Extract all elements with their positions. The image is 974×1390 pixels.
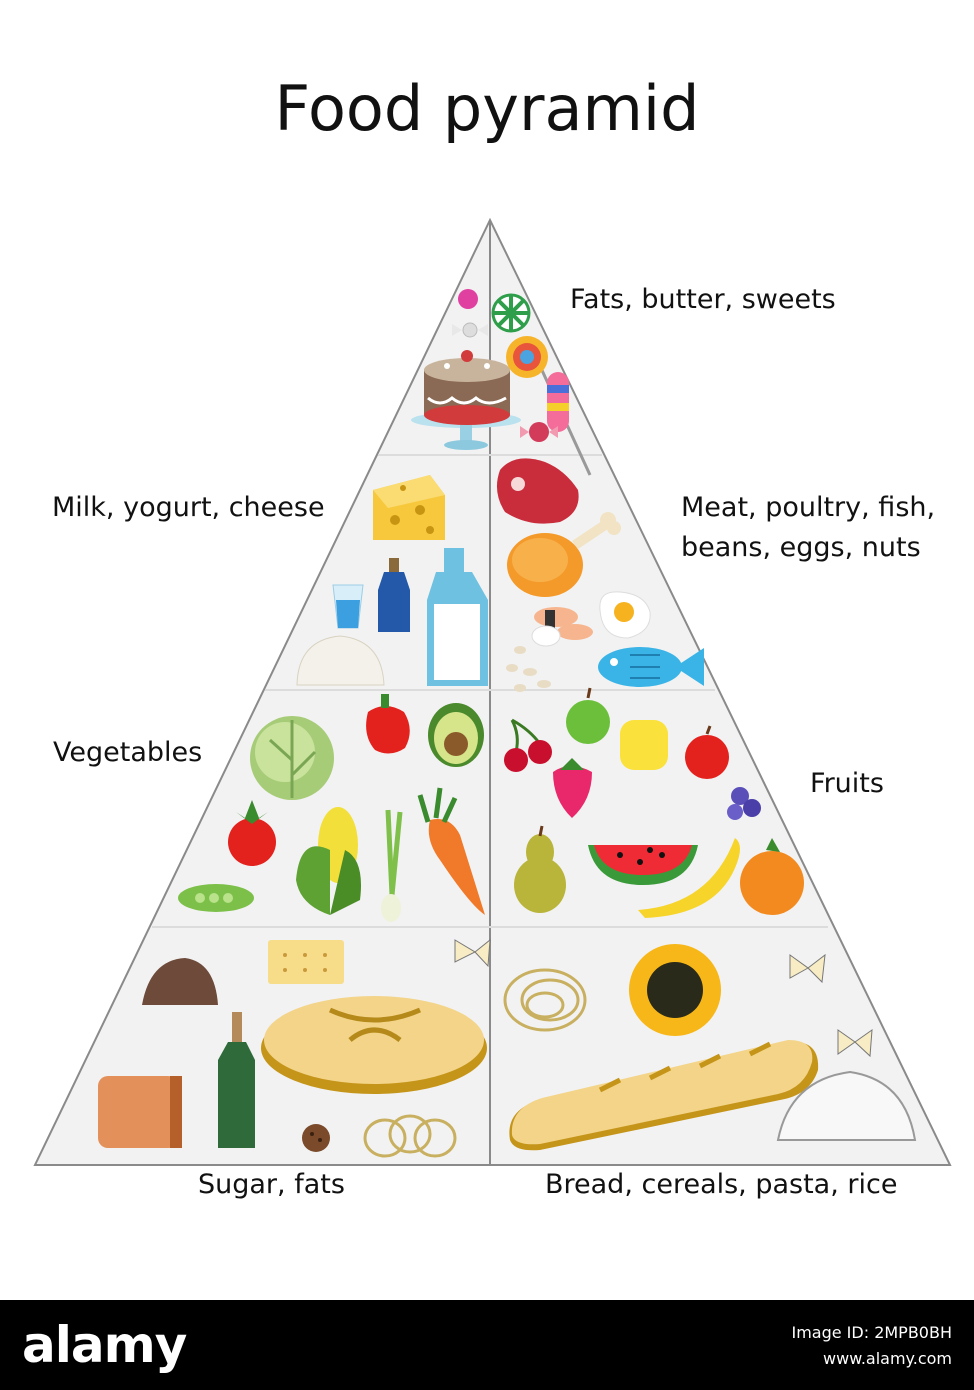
spring-onion-icon: [381, 809, 403, 922]
label-vegetables: Vegetables: [53, 737, 203, 768]
baguette-icon: [509, 1040, 819, 1151]
sushi-icon: [531, 607, 593, 647]
toast-icon: [98, 1076, 182, 1148]
blue-bottle-icon: [378, 558, 410, 632]
sunflower-icon: [629, 944, 721, 1036]
orange-icon: [740, 838, 804, 915]
steak-icon: [496, 458, 579, 524]
peas-icon: [178, 884, 254, 912]
cake-icon: [411, 350, 521, 450]
cabbage-icon: [250, 716, 334, 800]
nuts-icon: [506, 646, 551, 692]
round-loaf-icon: [261, 996, 487, 1094]
page-title: Food pyramid: [274, 72, 700, 145]
watermark-footer: alamy Image ID: 2MPB0BH www.alamy.com: [0, 1300, 974, 1390]
pasta-bowtie-icon-2: [789, 953, 826, 984]
lemon-icon: [620, 720, 668, 770]
pasta-bowtie-icon: [454, 938, 491, 968]
label-bread-cereals: Bread, cereals, pasta, rice: [545, 1169, 898, 1200]
blueberries-icon: [727, 787, 761, 820]
pyramid-outline: [33, 217, 952, 1166]
oil-bottle-icon: [218, 1012, 255, 1148]
pasta-bowtie-icon-3: [837, 1028, 873, 1058]
label-fats-butter-sweets: Fats, butter, sweets: [570, 284, 836, 315]
red-pepper-icon: [366, 694, 410, 754]
site-url: www.alamy.com: [823, 1349, 952, 1368]
cookie-icon: [302, 1124, 330, 1152]
pear-icon: [514, 825, 566, 913]
swirl-lollipop-icon: [491, 293, 531, 333]
carrot-icon: [417, 787, 485, 915]
wrapped-sweet-icon: [520, 422, 558, 442]
avocado-icon: [428, 703, 484, 767]
banana-icon: [638, 838, 740, 918]
label-sugar-fats: Sugar, fats: [198, 1169, 345, 1200]
cherries-icon: [504, 718, 552, 772]
label-milk-yogurt-cheese: Milk, yogurt, cheese: [52, 492, 325, 523]
label-meat-line-2: beans, eggs, nuts: [681, 532, 921, 563]
red-apple-icon: [685, 725, 729, 779]
image-id-block: Image ID: 2MPB0BH www.alamy.com: [791, 1320, 952, 1372]
green-apple-icon: [566, 687, 610, 744]
corn-icon: [296, 807, 361, 915]
spaghetti-nest-icon: [503, 968, 587, 1032]
glass-of-water-icon: [332, 584, 364, 629]
strawberry-icon: [553, 758, 592, 818]
chicken-leg-icon: [507, 512, 621, 597]
candy-cane-icon: [547, 372, 569, 432]
cheese-icon: [373, 475, 445, 540]
fish-icon: [598, 647, 704, 687]
rice-pile-icon: [776, 1070, 917, 1141]
cracker-icon: [268, 940, 344, 984]
watermelon-icon: [588, 845, 698, 885]
pasta-rings-icon: [363, 1114, 457, 1158]
fried-egg-icon: [599, 591, 651, 639]
wrapped-candy-icon: [452, 322, 488, 338]
brown-bread-icon: [142, 958, 218, 1005]
tomato-icon: [228, 800, 276, 866]
food-pyramid-diagram: [33, 217, 952, 1166]
label-meat-line-1: Meat, poultry, fish,: [681, 492, 936, 523]
label-fruits: Fruits: [810, 768, 884, 799]
candy-icon: [458, 289, 478, 309]
image-id: Image ID: 2MPB0BH: [791, 1323, 952, 1342]
milk-bottle-icon: [427, 548, 488, 686]
cottage-cheese-icon: [296, 635, 385, 686]
alamy-logo: alamy: [22, 1316, 187, 1374]
